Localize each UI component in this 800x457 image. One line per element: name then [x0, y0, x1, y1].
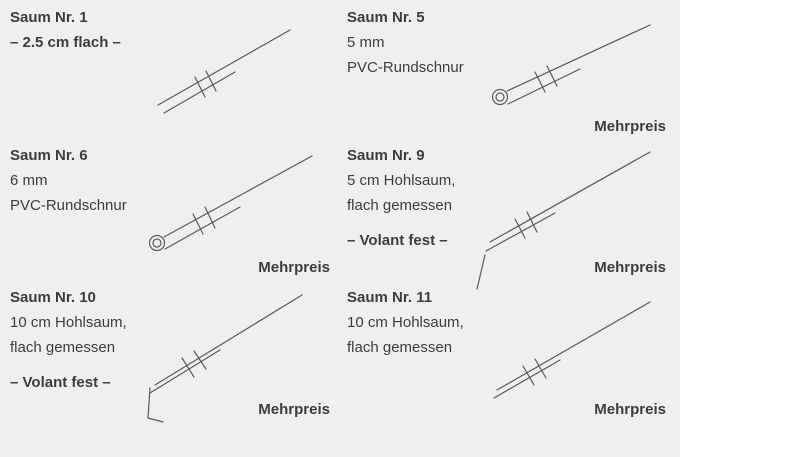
saum-10-mehrpreis-label: Mehrpreis	[258, 401, 330, 418]
saum-1-title: Saum Nr. 1	[10, 9, 88, 26]
saum-9-mehrpreis-label: Mehrpreis	[594, 259, 666, 276]
saum-5-line1: 5 mm	[347, 34, 385, 51]
saum-9-line1: 5 cm Hohlsaum,	[347, 172, 456, 189]
saum-9-drawing	[476, 151, 651, 290]
saum-6-title: Saum Nr. 6	[10, 147, 88, 164]
saum-6-line2: PVC-Rundschnur	[10, 197, 127, 214]
saum-10-drawing	[147, 294, 303, 423]
saum-11-mehrpreis-label: Mehrpreis	[594, 401, 666, 418]
saum-5-title: Saum Nr. 5	[347, 9, 425, 26]
saum-6-info: Saum Nr. 6 6 mm PVC-Rundschnur	[10, 146, 127, 221]
saum-11-line1: 10 cm Hohlsaum,	[347, 314, 464, 331]
saum-10-line2: flach gemessen	[10, 339, 116, 356]
saum-1-drawing	[157, 29, 291, 114]
saum-11-line2: flach gemessen	[347, 339, 453, 356]
saum-5-drawing	[491, 24, 651, 106]
saum-6-drawing	[148, 155, 313, 252]
saum-11-drawing	[493, 301, 651, 399]
saum-11-info: Saum Nr. 11 10 cm Hohlsaum, flach gemess…	[347, 288, 464, 363]
saum-1-info: Saum Nr. 1 – 2.5 cm flach –	[10, 8, 121, 58]
saum-6-mehrpreis-label: Mehrpreis	[258, 259, 330, 276]
saum-9-line2: flach gemessen	[347, 197, 453, 214]
saum-11-title: Saum Nr. 11	[347, 289, 433, 306]
saum-6-line1: 6 mm	[10, 172, 48, 189]
saum-10-title: Saum Nr. 10	[10, 289, 96, 306]
saum-10-volant-label: – Volant fest –	[10, 374, 111, 391]
saum-10-line1: 10 cm Hohlsaum,	[10, 314, 127, 331]
saum-5-info: Saum Nr. 5 5 mm PVC-Rundschnur	[347, 8, 464, 83]
saum-9-info: Saum Nr. 9 5 cm Hohlsaum, flach gemessen…	[347, 146, 455, 250]
saum-9-volant-label: – Volant fest –	[347, 232, 448, 249]
saum-9-title: Saum Nr. 9	[347, 147, 425, 164]
saum-5-line2: PVC-Rundschnur	[347, 59, 464, 76]
right-margin-strip	[680, 0, 800, 457]
saum-5-mehrpreis-label: Mehrpreis	[594, 118, 666, 135]
saum-10-info: Saum Nr. 10 10 cm Hohlsaum, flach gemess…	[10, 288, 127, 392]
saum-1-subtitle: – 2.5 cm flach –	[10, 34, 121, 51]
